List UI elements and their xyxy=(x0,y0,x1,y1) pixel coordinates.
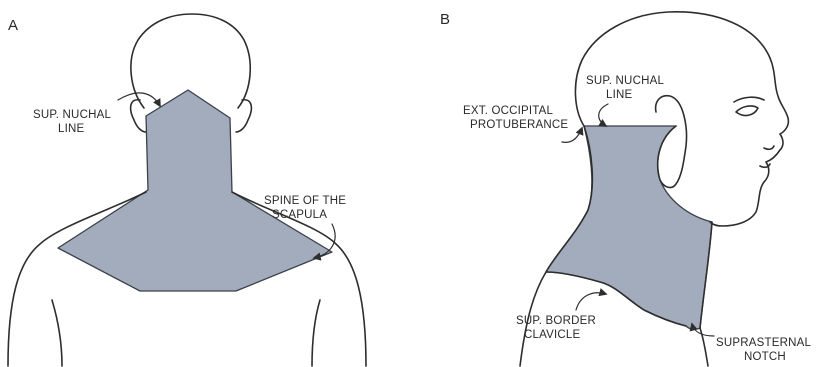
panel-a-scapula-label-2: SCAPULA xyxy=(272,209,327,221)
panel-b-face-profile xyxy=(710,58,788,226)
panel-a-sup-nuchal-label-1: SUP. NUCHAL xyxy=(33,109,111,121)
panel-a-left-arm-line xyxy=(52,300,62,366)
panel-b-eyebrow xyxy=(734,97,764,102)
panel-b: B SUP. NUCHAL LINE EXT. OCCIPITAL PROTUB… xyxy=(440,11,811,366)
panel-b-ext-occ-label-1: EXT. OCCIPITAL xyxy=(463,105,554,117)
panel-b-eye xyxy=(736,106,758,116)
panel-b-sup-nuchal-arrow xyxy=(599,104,608,126)
panel-a-right-ear xyxy=(236,100,251,132)
panel-a-left-ear xyxy=(131,100,146,132)
panel-a: A SUP. NUCHAL LINE SPINE OF THE SCAPULA xyxy=(8,14,366,366)
panel-a-right-arm-line xyxy=(312,300,320,366)
panel-b-ext-occ-label-2: PROTUBERANCE xyxy=(470,119,568,131)
panel-b-sup-nuchal-label-1: SUP. NUCHAL xyxy=(586,75,664,87)
panel-a-sup-nuchal-label-2: LINE xyxy=(58,123,84,135)
panel-b-nostril xyxy=(764,146,774,149)
panel-a-letter: A xyxy=(8,17,18,34)
panel-b-clavicle-label-1: SUP. BORDER xyxy=(516,315,596,327)
panel-b-notch-label-1: SUPRASTERNAL xyxy=(716,337,811,349)
panel-b-letter: B xyxy=(440,11,450,28)
panel-b-clavicle-label-2: CLAVICLE xyxy=(524,329,580,341)
panel-b-sup-nuchal-label-2: LINE xyxy=(606,89,632,101)
panel-a-scapula-label-1: SPINE OF THE xyxy=(264,195,346,207)
panel-b-notch-label-2: NOTCH xyxy=(744,351,786,363)
panel-b-clavicle-arrow xyxy=(576,293,606,310)
panel-b-mouth xyxy=(760,164,770,167)
